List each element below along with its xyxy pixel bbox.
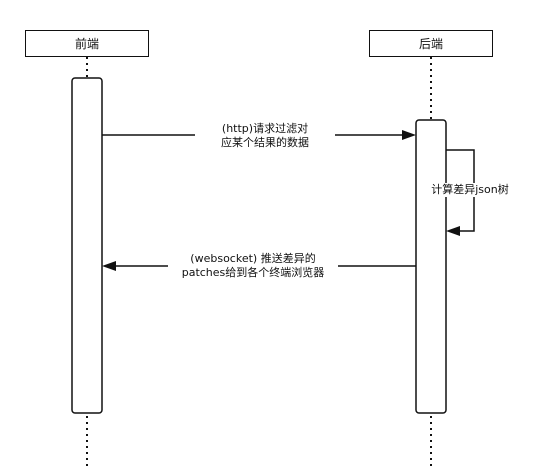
backend-participant-label: 后端 [418,37,443,51]
backend-participant-box: 后端 [369,30,493,57]
request-arrowhead [402,130,416,140]
frontend-participant-label: 前端 [74,37,99,51]
backend-activation-bar [415,119,447,414]
push-label-line1: (websocket) 推送差异的 [190,252,316,265]
request-label-line2: 应某个结果的数据 [221,136,309,149]
self-compute-label: 计算差异json树 [420,183,520,197]
push-arrowhead [102,261,116,271]
request-message-label: (http)请求过滤对 应某个结果的数据 [195,122,335,150]
self-compute-arrowhead [446,226,460,236]
request-label-line1: (http)请求过滤对 [221,122,309,135]
push-message-label: (websocket) 推送差异的 patches给到各个终端浏览器 [168,252,338,280]
push-label-line2: patches给到各个终端浏览器 [181,266,325,279]
frontend-participant-box: 前端 [25,30,149,57]
frontend-activation-bar [71,77,103,414]
